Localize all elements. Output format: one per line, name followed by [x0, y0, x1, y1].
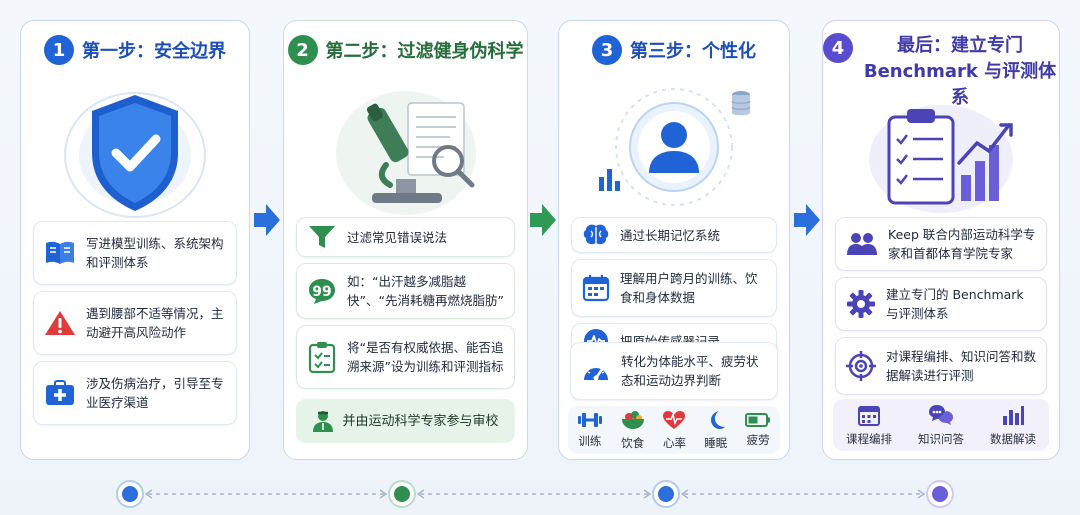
step-3-data-strip: 训练 饮食 心率 睡眠 疲劳 [568, 406, 780, 454]
strip-item-course: 课程编排 [846, 404, 892, 447]
timeline-node-3 [652, 480, 680, 508]
step-3-title: 第三步：个性化 [630, 41, 756, 62]
step-1-item-2-text: 遇到腰部不适等情况，主动避开高风险动作 [86, 306, 224, 340]
step-1-item-3: 涉及伤病治疗，引导至专业医疗渠道 [33, 361, 237, 425]
step-2-item-3-text: 将“是否有权威依据、能否追溯来源”设为训练和评测指标 [347, 340, 504, 374]
strip-label: 知识问答 [918, 431, 964, 446]
arrow-right-icon [530, 202, 556, 242]
strip-label: 睡眠 [704, 435, 728, 450]
step-2-header: 2 第二步：过滤健身伪科学 [284, 35, 527, 65]
strip-item-data: 数据解读 [990, 404, 1036, 447]
step-3-item-1: 通过长期记忆系统 [571, 217, 777, 253]
arrow-right-icon [254, 202, 280, 242]
step-3-item-1-text: 通过长期记忆系统 [620, 227, 721, 243]
progress-timeline [0, 480, 1080, 510]
battery-icon [745, 412, 771, 427]
svg-text:99: 99 [312, 284, 331, 300]
step-1-item-1-text: 写进模型训练、系统架构和评测体系 [86, 236, 224, 270]
strip-label: 心率 [662, 435, 686, 450]
step-3-item-2-text: 理解用户跨月的训练、饮食和身体数据 [620, 271, 758, 305]
strip-label: 疲劳 [746, 432, 770, 447]
step-2-footer-text: 并由运动科学专家参与审校 [342, 413, 499, 429]
food-bowl-icon [621, 410, 644, 429]
strip-label: 课程编排 [846, 431, 892, 446]
step-1-item-3-text: 涉及伤病治疗，引导至专业医疗渠道 [86, 376, 224, 410]
step-3-item-2: 理解用户跨月的训练、饮食和身体数据 [571, 259, 777, 317]
strip-label: 数据解读 [990, 431, 1036, 446]
step-1-item-1: 写进模型训练、系统架构和评测体系 [33, 221, 237, 285]
step-2-card: 2 第二步：过滤健身伪科学 过滤常见错误说法 99 如：“出汗越多减脂越快”、“… [283, 20, 528, 460]
strip-item-qa: 知识问答 [918, 404, 964, 447]
step-4-item-3: 对课程编排、知识问答和数据解读进行评测 [835, 337, 1047, 395]
step-2-item-1: 过滤常见错误说法 [296, 217, 515, 257]
gear-icon [846, 289, 876, 319]
gauge-icon [581, 358, 611, 384]
filter-icon [307, 224, 337, 250]
moon-icon [710, 410, 725, 429]
strip-item-sleep: 睡眠 [704, 410, 727, 451]
step-4-item-1-text: Keep 联合内部运动科学专家和首都体育学院专家 [888, 227, 1036, 261]
dumbbell-icon [577, 412, 602, 427]
step-1-number: 1 [44, 35, 74, 65]
step-4-item-3-text: 对课程编排、知识问答和数据解读进行评测 [886, 349, 1037, 383]
book-icon [44, 239, 76, 267]
step-4-card: 4 最后：建立专门 Benchmark 与评测体系 Keep 联合内部运动科 [822, 20, 1060, 460]
step-4-title: 最后：建立专门 Benchmark 与评测体系 [861, 33, 1059, 111]
step-3-item-4-text: 转化为体能水平、疲劳状态和运动边界判断 [621, 354, 759, 388]
step-3-lower: 转化为体能水平、疲劳状态和运动边界判断 训练 饮食 心率 睡眠 疲劳 [558, 20, 790, 460]
step-4-title-line1: 最后：建立专门 [897, 35, 1023, 56]
strip-item-diet: 饮食 [621, 410, 645, 451]
strip-item-heart: 心率 [662, 410, 686, 451]
strip-item-fatigue: 疲劳 [745, 412, 771, 448]
strip-item-training: 训练 [577, 412, 603, 449]
step-4-number: 4 [823, 33, 853, 63]
timeline-node-2 [388, 480, 416, 508]
step-4-capability-strip: 课程编排 知识问答 数据解读 [833, 399, 1049, 451]
step-2-item-2-text: 如：“出汗越多减脂越快”、“先消耗糖再燃烧脂肪” [347, 274, 504, 308]
calendar-grid-icon [858, 405, 880, 426]
step-2-footer: 并由运动科学专家参与审校 [296, 399, 515, 443]
step-1-card: 1 第一步：安全边界 写进模型训练、系统架构和评测体系 遇到腰部不适等情况，主动… [20, 20, 250, 460]
step-1-title: 第一步：安全边界 [82, 41, 226, 62]
bar-chart-icon [1003, 405, 1024, 425]
team-icon [846, 231, 878, 257]
user-profile-icon [559, 81, 789, 211]
step-3-number: 3 [592, 35, 622, 65]
timeline-node-1 [116, 480, 144, 508]
target-icon [846, 351, 876, 381]
expert-icon [312, 409, 334, 433]
step-2-item-2: 99 如：“出汗越多减脂越快”、“先消耗糖再燃烧脂肪” [296, 263, 515, 319]
step-2-item-3: 将“是否有权威依据、能否追溯来源”设为训练和评测指标 [296, 325, 515, 389]
step-1-header: 1 第一步：安全边界 [21, 35, 249, 65]
brain-icon [582, 223, 610, 247]
step-3-header: 3 第三步：个性化 [559, 35, 789, 65]
step-4-item-2: 建立专门的 Benchmark 与评测体系 [835, 277, 1047, 331]
heart-rate-icon [663, 410, 686, 429]
timeline-node-4 [926, 480, 954, 508]
step-4-item-2-text: 建立专门的 Benchmark 与评测体系 [886, 287, 1024, 321]
step-2-item-1-text: 过滤常见错误说法 [347, 229, 448, 245]
warning-icon [44, 309, 76, 337]
step-4-item-1: Keep 联合内部运动科学专家和首都体育学院专家 [835, 217, 1047, 271]
chat-bubbles-icon [929, 404, 953, 425]
medical-kit-icon [44, 379, 76, 407]
shield-check-icon [21, 83, 249, 223]
step-2-number: 2 [287, 35, 318, 65]
strip-label: 饮食 [621, 435, 645, 450]
strip-label: 训练 [578, 433, 602, 448]
step-4-header: 4 最后：建立专门 Benchmark 与评测体系 [823, 33, 1059, 111]
step-2-title: 第二步：过滤健身伪科学 [325, 41, 524, 62]
calendar-icon [582, 274, 610, 302]
step-1-item-2: 遇到腰部不适等情况，主动避开高风险动作 [33, 291, 237, 355]
step-3-item-4: 转化为体能水平、疲劳状态和运动边界判断 [570, 342, 778, 400]
quote-bubble-icon: 99 [307, 277, 337, 305]
clipboard-check-icon [307, 341, 337, 373]
step-4-title-line2: Benchmark 与评测体系 [863, 61, 1057, 108]
clipboard-growth-chart-icon [823, 97, 1059, 215]
microscope-document-icon [284, 81, 527, 221]
arrow-right-icon [794, 202, 820, 242]
